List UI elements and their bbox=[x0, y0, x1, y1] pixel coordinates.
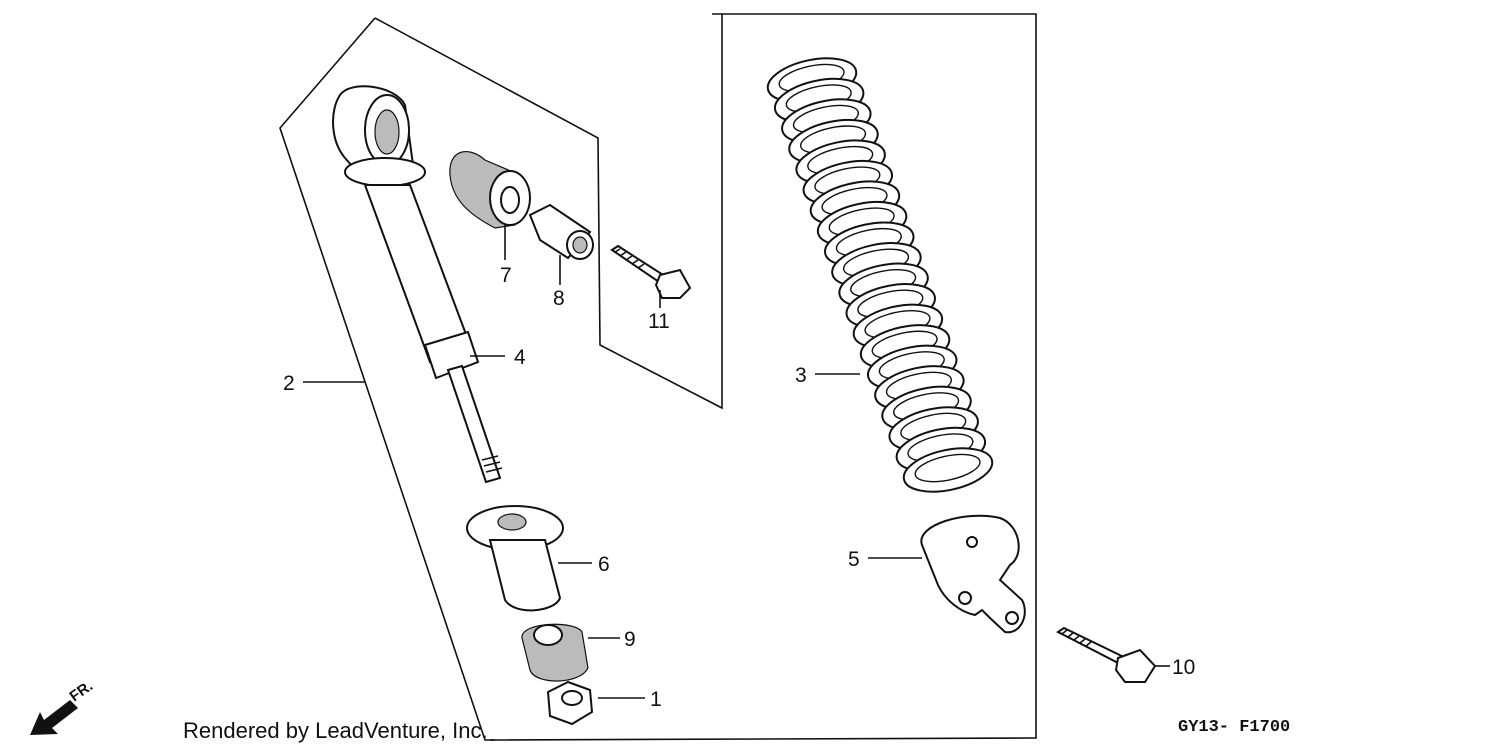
callout-6[interactable]: 6 bbox=[598, 553, 610, 576]
spring-coil-inner bbox=[914, 453, 981, 483]
upper-bushing[interactable] bbox=[449, 151, 531, 229]
front-direction-arrow-icon bbox=[30, 700, 78, 735]
callout-5[interactable]: 5 bbox=[848, 548, 860, 571]
callout-1[interactable]: 1 bbox=[650, 688, 662, 711]
callout-9[interactable]: 9 bbox=[624, 628, 636, 651]
credit-text: Rendered by LeadVenture, Inc. bbox=[183, 718, 488, 743]
upper-mount-bolt[interactable] bbox=[610, 244, 692, 299]
callout-11[interactable]: 11 bbox=[648, 310, 670, 333]
assembly-outline-shock-right bbox=[374, 14, 723, 410]
callout-3[interactable]: 3 bbox=[795, 364, 807, 387]
rubber-cushion[interactable] bbox=[521, 623, 589, 682]
lower-mount-bolt[interactable] bbox=[1056, 626, 1157, 683]
lower-nut[interactable] bbox=[546, 680, 594, 726]
callout-2[interactable]: 2 bbox=[283, 372, 295, 395]
callout-4[interactable]: 4 bbox=[514, 346, 526, 369]
coil-spring[interactable] bbox=[764, 51, 996, 499]
diagram-code: GY13- F1700 bbox=[1178, 718, 1290, 737]
callout-10[interactable]: 10 bbox=[1172, 656, 1195, 679]
lower-bracket[interactable] bbox=[920, 514, 1026, 634]
callout-8[interactable]: 8 bbox=[553, 287, 565, 310]
spring-seat[interactable] bbox=[466, 505, 564, 612]
shock-damper-body[interactable] bbox=[332, 85, 503, 484]
collar[interactable] bbox=[528, 203, 594, 260]
assembly-outline-spring bbox=[489, 13, 1037, 741]
callout-7[interactable]: 7 bbox=[500, 264, 512, 287]
